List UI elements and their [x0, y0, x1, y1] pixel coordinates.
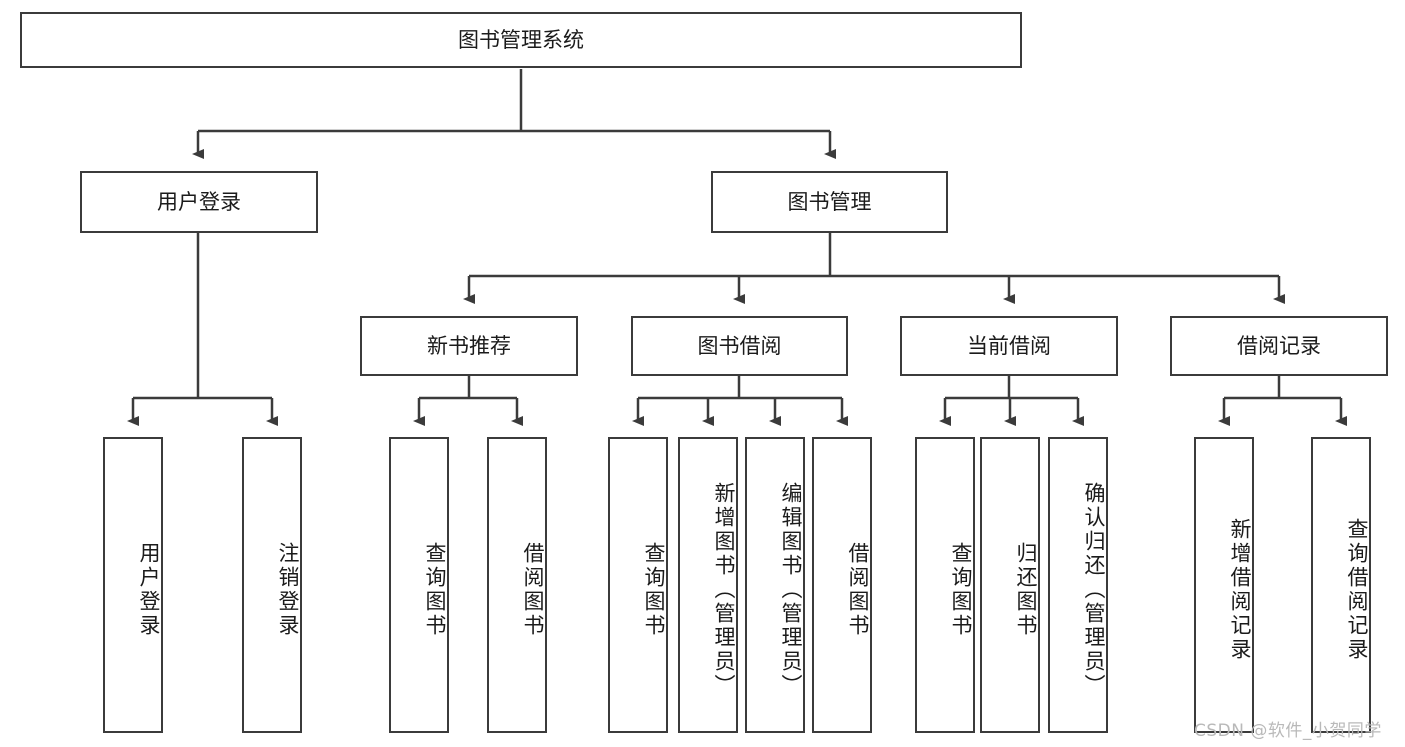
node-leaf-confirm-return[interactable]: 确认归还（管理员）: [1048, 437, 1108, 733]
node-leaf-return-book-label: 归还图书: [1014, 542, 1038, 638]
node-new-book-recommend-label: 新书推荐: [427, 333, 511, 358]
node-leaf-query-record[interactable]: 查询借阅记录: [1311, 437, 1371, 733]
node-leaf-edit-book-label: 编辑图书（管理员）: [779, 482, 803, 698]
node-leaf-query-book-3-label: 查询图书: [949, 542, 973, 638]
node-leaf-add-record-label: 新增借阅记录: [1228, 518, 1252, 662]
csdn-watermark: CSDN @软件_小贺同学: [1194, 721, 1382, 741]
node-leaf-borrow-book-2-label: 借阅图书: [846, 542, 870, 638]
node-leaf-query-book-2[interactable]: 查询图书: [608, 437, 668, 733]
node-borrow-record-label: 借阅记录: [1237, 333, 1321, 358]
node-leaf-query-book-1[interactable]: 查询图书: [389, 437, 449, 733]
node-leaf-query-record-label: 查询借阅记录: [1345, 518, 1369, 662]
node-borrow-record[interactable]: 借阅记录: [1170, 316, 1388, 376]
node-leaf-add-book[interactable]: 新增图书（管理员）: [678, 437, 738, 733]
node-leaf-query-book-2-label: 查询图书: [642, 542, 666, 638]
node-leaf-user-login[interactable]: 用户登录: [103, 437, 163, 733]
node-book-manage[interactable]: 图书管理: [711, 171, 948, 233]
node-leaf-add-book-label: 新增图书（管理员）: [712, 482, 736, 698]
node-leaf-return-book[interactable]: 归还图书: [980, 437, 1040, 733]
node-leaf-borrow-book-1-label: 借阅图书: [521, 542, 545, 638]
node-new-book-recommend[interactable]: 新书推荐: [360, 316, 578, 376]
node-root[interactable]: 图书管理系统: [20, 12, 1022, 68]
node-leaf-confirm-return-label: 确认归还（管理员）: [1082, 482, 1106, 698]
node-leaf-borrow-book-2[interactable]: 借阅图书: [812, 437, 872, 733]
node-leaf-user-logout[interactable]: 注销登录: [242, 437, 302, 733]
node-current-borrow[interactable]: 当前借阅: [900, 316, 1118, 376]
node-user-login[interactable]: 用户登录: [80, 171, 318, 233]
node-leaf-user-logout-label: 注销登录: [276, 542, 300, 638]
node-leaf-borrow-book-1[interactable]: 借阅图书: [487, 437, 547, 733]
node-user-login-label: 用户登录: [157, 189, 241, 214]
node-leaf-query-book-3[interactable]: 查询图书: [915, 437, 975, 733]
node-root-label: 图书管理系统: [458, 27, 584, 52]
node-leaf-query-book-1-label: 查询图书: [423, 542, 447, 638]
node-book-manage-label: 图书管理: [787, 189, 872, 214]
node-leaf-user-login-label: 用户登录: [137, 542, 161, 638]
node-leaf-add-record[interactable]: 新增借阅记录: [1194, 437, 1254, 733]
node-leaf-edit-book[interactable]: 编辑图书（管理员）: [745, 437, 805, 733]
node-book-borrow[interactable]: 图书借阅: [631, 316, 848, 376]
node-current-borrow-label: 当前借阅: [967, 333, 1051, 358]
node-book-borrow-label: 图书借阅: [697, 333, 782, 358]
